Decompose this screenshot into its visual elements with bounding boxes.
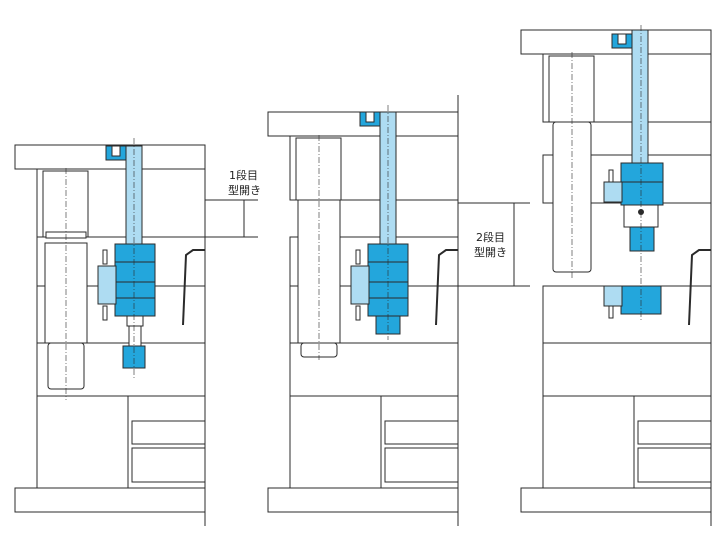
stage2-label-line2: 型開き	[474, 245, 507, 259]
panel-closed-mold	[14, 138, 206, 526]
panel-first-stage-open	[267, 95, 459, 526]
stage1-label-line2: 型開き	[228, 183, 261, 197]
panel-second-stage-open	[520, 25, 712, 526]
stage2-label-line1: 2段目	[476, 230, 505, 244]
stage1-opening-dimension	[205, 199, 258, 238]
stage2-opening-dimension	[458, 202, 530, 287]
stage1-label-line1: 1段目	[229, 168, 258, 182]
